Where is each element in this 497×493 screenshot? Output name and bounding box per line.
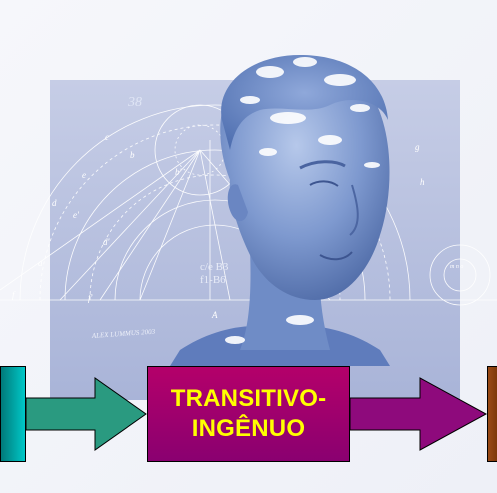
formula-label: c/e B3 bbox=[200, 261, 229, 273]
svg-text:f': f' bbox=[88, 293, 94, 303]
svg-text:d: d bbox=[52, 198, 57, 208]
arrow-left bbox=[25, 377, 147, 451]
svg-text:c: c bbox=[105, 132, 109, 142]
svg-text:38: 38 bbox=[127, 95, 142, 110]
svg-text:m n o: m n o bbox=[450, 264, 463, 270]
stage-label-line2: INGÊNUO bbox=[191, 415, 306, 442]
svg-text:d': d' bbox=[103, 237, 111, 247]
bust-ear bbox=[227, 184, 248, 222]
formula-label-2: f1-B6 bbox=[200, 274, 226, 286]
bust-eye bbox=[309, 180, 339, 187]
svg-text:f: f bbox=[12, 290, 16, 300]
stage-box-transitivo-ingenuo: TRANSITIVO- INGÊNUO bbox=[147, 366, 350, 462]
diagram-labels: 38 c e d e' d' a f f' b b' A m n o g h bbox=[12, 95, 463, 320]
svg-text:A: A bbox=[211, 310, 218, 320]
svg-text:b': b' bbox=[175, 167, 183, 177]
svg-text:a: a bbox=[38, 258, 43, 268]
bust-nose bbox=[349, 184, 359, 236]
svg-text:g: g bbox=[415, 142, 420, 152]
svg-text:b: b bbox=[130, 150, 135, 160]
bust-mouth bbox=[319, 251, 353, 261]
svg-text:e: e bbox=[82, 170, 86, 180]
arrow-right bbox=[349, 377, 488, 451]
svg-text:h: h bbox=[420, 177, 425, 187]
cloud-texture bbox=[225, 57, 380, 344]
bust-sculpture bbox=[170, 55, 390, 366]
stage-box-right bbox=[487, 366, 497, 462]
stage-box-left bbox=[0, 366, 26, 462]
bust-head bbox=[220, 62, 390, 300]
bust-eyebrow bbox=[299, 160, 346, 170]
stage-label-line1: TRANSITIVO- bbox=[170, 385, 327, 412]
svg-text:e': e' bbox=[73, 210, 80, 220]
